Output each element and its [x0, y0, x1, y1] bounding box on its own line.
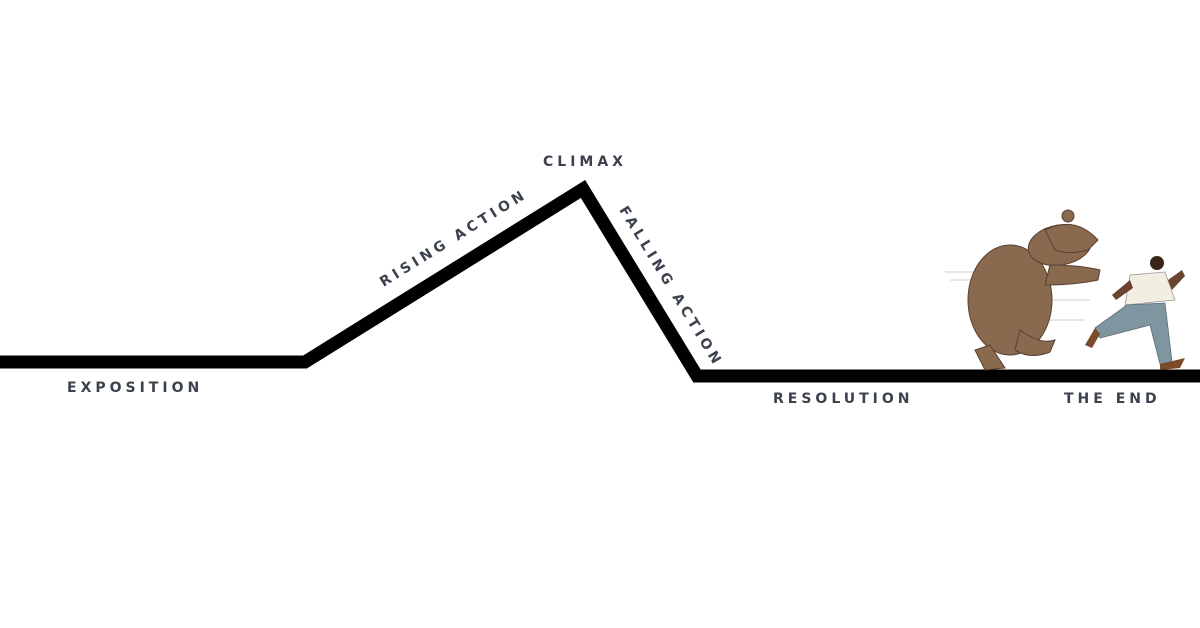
bear-chasing-man-illustration: [945, 209, 1185, 371]
bear-icon: [967, 209, 1101, 371]
label-resolution: RESOLUTION: [773, 391, 914, 407]
label-climax: CLIMAX: [543, 154, 627, 170]
plot-line: [0, 180, 1200, 383]
man-icon: [1085, 256, 1185, 370]
label-the-end: THE END: [1064, 391, 1161, 407]
label-exposition: EXPOSITION: [67, 380, 204, 396]
